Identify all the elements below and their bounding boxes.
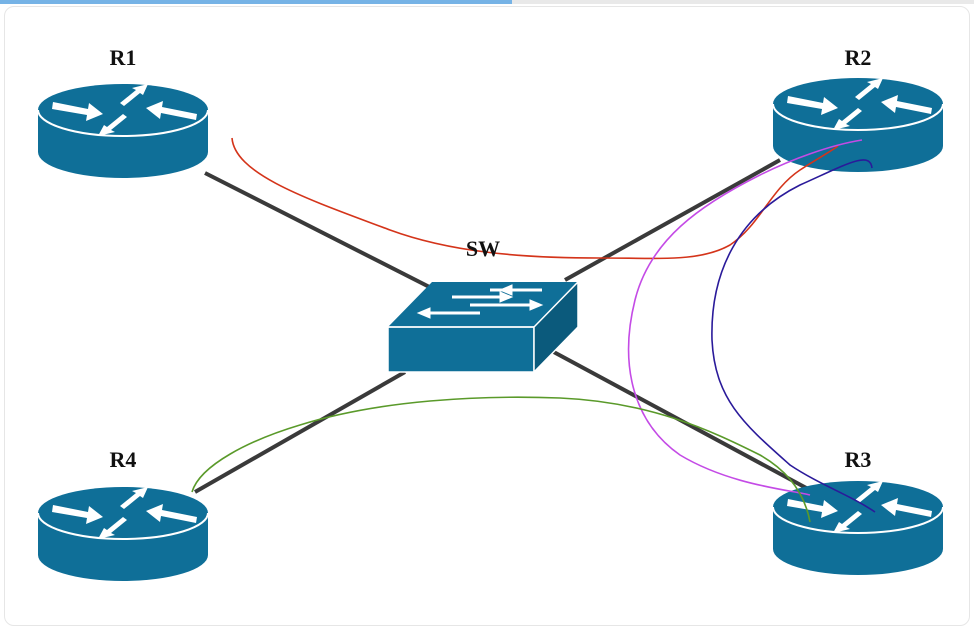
top-accent-bar (0, 0, 512, 4)
path-r1-r2-red (231, 137, 839, 260)
switch-arrows-icon (416, 284, 544, 319)
physical-links (194, 158, 811, 494)
switch-sw[interactable] (387, 280, 579, 374)
router-icon (37, 486, 209, 582)
router-r4-label: R4 (110, 447, 137, 472)
router-r1[interactable] (37, 83, 209, 179)
path-r2-r3-navy (711, 159, 876, 513)
router-r4[interactable] (37, 486, 209, 582)
router-icon (772, 480, 944, 576)
router-r1-label: R1 (110, 45, 137, 70)
path-r4-r3-green (191, 396, 811, 523)
router-icon (37, 83, 209, 179)
top-bar-track (512, 0, 974, 4)
router-r3-label: R3 (845, 447, 872, 472)
switch-sw-label: SW (466, 236, 500, 261)
router-r3[interactable] (772, 480, 944, 576)
switch-side-face (533, 280, 579, 374)
link-r1-sw (204, 171, 456, 302)
path-r2-r3-magenta (627, 139, 863, 496)
switch-front-face (387, 326, 535, 373)
link-r4-sw (194, 370, 406, 494)
router-r2-label: R2 (845, 45, 872, 70)
link-r2-sw (564, 158, 781, 282)
traffic-paths (191, 137, 876, 523)
